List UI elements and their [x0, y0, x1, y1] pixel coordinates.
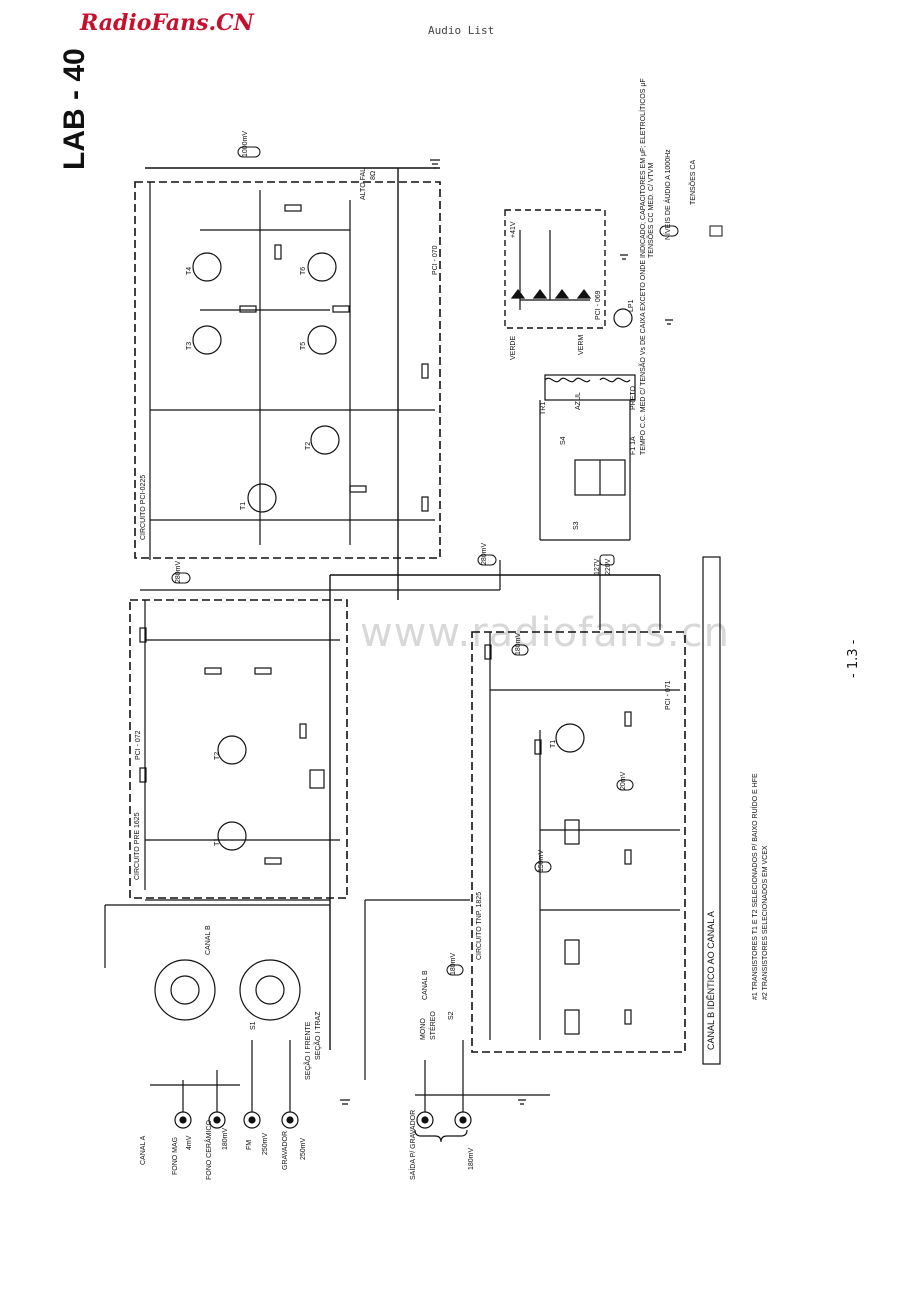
board-tone	[471, 631, 686, 1053]
voltage-label: 127V	[594, 558, 601, 575]
signal-level: 150mV	[538, 849, 545, 872]
board-label-power-amp: PCI - 070	[432, 245, 439, 275]
legend-audio: NÍVEIS DE ÁUDIO A 1000Hz	[665, 149, 672, 240]
transistor-label: T2	[214, 751, 221, 760]
voltage-label: 220V	[605, 558, 612, 575]
input-level: 180mV	[222, 1127, 229, 1150]
transistor-t5	[307, 325, 337, 355]
transistor-t2	[310, 425, 340, 455]
input-level: 4mV	[186, 1135, 193, 1150]
transistor-label: T1	[240, 501, 247, 510]
transistor-t4	[192, 252, 222, 282]
wire-color-label: AZUL	[575, 392, 582, 410]
transistor-label: T3	[186, 341, 193, 350]
signal-level: 280mV	[175, 560, 182, 583]
transistor-t6	[307, 252, 337, 282]
transistor-preamp-t2	[217, 735, 247, 765]
selector-channel-label: CANAL B	[205, 925, 212, 955]
mono-channel-label: CANAL B	[422, 970, 429, 1000]
selector-back	[239, 959, 301, 1021]
switch-label: S4	[560, 436, 567, 445]
board-label-preamp: PCI - 072	[135, 730, 142, 760]
supply-label: +41V	[510, 221, 517, 238]
channel-b-note: CANAL B IDÊNTICO AO CANAL A	[706, 911, 716, 1050]
transistor-label: T5	[300, 341, 307, 350]
mono-switch-label: S2	[448, 1011, 455, 1020]
watermark: www.radiofans.cn	[360, 610, 730, 656]
footnote: #2 TRANSISTORES SELECIONADOS EM VCEX	[762, 845, 769, 1000]
input-label: FONO CERÂMICO	[206, 1120, 213, 1180]
circuit-label-tone: CIRCUITO TNP. 1825	[476, 891, 483, 960]
lamp-label: LP1	[628, 299, 635, 312]
site-logo: RadioFans.CN	[80, 10, 254, 36]
signal-level: 280mV	[481, 542, 488, 565]
board-power-amp	[134, 181, 441, 559]
selector-back-label: SEÇÃO I TRAZ	[315, 1011, 322, 1061]
input-label: FM	[246, 1139, 253, 1150]
transistor-t1	[247, 483, 277, 513]
wire-color-label: VERDE	[510, 335, 517, 360]
signal-level: 1000mV	[242, 130, 249, 157]
selector-front-label: SEÇÃO I FRENTE	[305, 1021, 312, 1080]
signal-level: 180mV	[450, 952, 457, 975]
speaker-impedance: 8Ω	[370, 170, 377, 180]
signal-level: 180mV	[515, 632, 522, 655]
output-level: 180mV	[468, 1147, 475, 1170]
transistor-label: T2	[305, 441, 312, 450]
footnote: #1 TRANSISTORES T1 E T2 SELECIONADOS P/ …	[752, 773, 759, 1000]
input-label: FONO MAG	[172, 1136, 179, 1175]
board-label-power-supply: PCI - 069	[595, 290, 602, 320]
board-label-tone: PCI - 071	[665, 680, 672, 710]
mono-label: MONO	[420, 1018, 427, 1040]
input-label: GRAVADOR	[282, 1130, 289, 1170]
page-header: Audio List	[428, 24, 495, 37]
note-box-channel-b	[702, 556, 721, 1065]
transformer-label: TR1	[540, 401, 547, 415]
input-level: 250mV	[262, 1132, 269, 1155]
selector-switch-label: S1	[250, 1021, 257, 1030]
circuit-label-preamp: CIRCUITO PRE 1625	[134, 812, 141, 880]
wire-color-label: VERM	[578, 334, 585, 355]
stereo-label: STÉREO	[430, 1011, 437, 1040]
signal-level: 20mV	[620, 771, 627, 790]
legend-ac: TENSÕES CA	[690, 159, 697, 205]
input-level: 250mV	[300, 1137, 307, 1160]
legend-title: TENSÕES CC MED. C/ VTVM	[648, 162, 655, 258]
switch-label: S3	[573, 521, 580, 530]
wire-color-label: PRETO	[630, 386, 637, 410]
transistor-label: T1	[550, 739, 557, 748]
transistor-label: T1	[214, 837, 221, 846]
board-power-supply	[504, 209, 606, 329]
circuit-label-power-amp: CIRCUITO PCI-0225	[140, 474, 147, 540]
lamp-lp1	[613, 308, 633, 328]
transistor-label: T6	[300, 266, 307, 275]
transistor-preamp-t1	[217, 821, 247, 851]
output-label: SAÍDA P/ GRAVADOR	[410, 1109, 417, 1180]
channel-a-label: CANAL A	[140, 1135, 147, 1165]
transistor-t3	[192, 325, 222, 355]
board-preamp	[129, 599, 348, 899]
tolerance-note: TEMPO C.C. MED C/ TENSÃO Vs DE CAIXA EXC…	[640, 78, 647, 455]
speaker-label: ALTO FAL	[360, 167, 367, 200]
selector-front	[154, 959, 216, 1021]
transistor-label: T4	[186, 266, 193, 275]
transistor-tone-t1	[555, 723, 585, 753]
fuse-label: F1 1A	[630, 436, 637, 455]
